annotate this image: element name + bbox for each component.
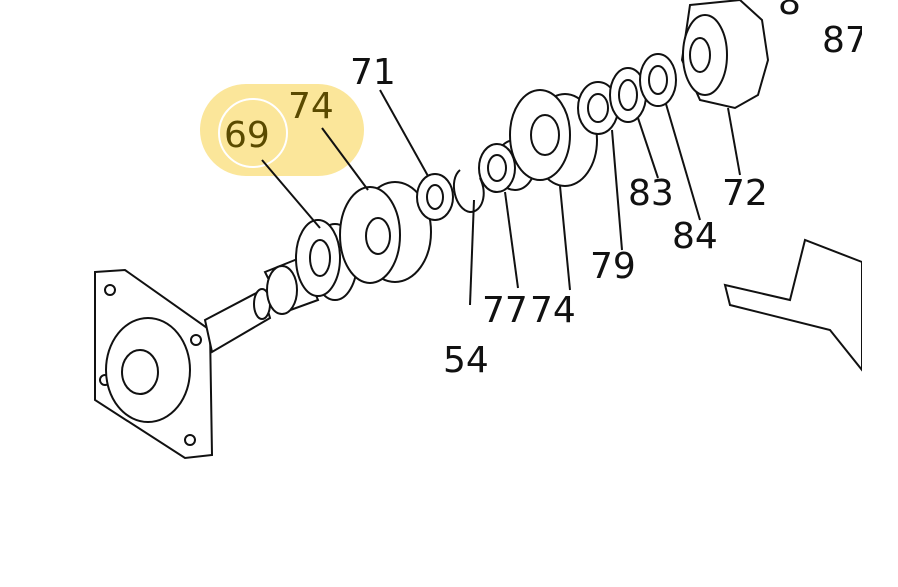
- label-77: 77: [482, 290, 528, 331]
- snap-ring-54: [452, 169, 485, 214]
- label-72: 72: [722, 173, 768, 214]
- label-74-bottom: 74: [530, 290, 576, 331]
- splined-shaft: [203, 288, 272, 354]
- label-8: 8: [778, 0, 801, 23]
- highlight-box: [200, 84, 364, 176]
- label-83: 83: [628, 173, 674, 214]
- label-87: 87: [822, 20, 868, 61]
- label-79: 79: [590, 246, 636, 287]
- gear-72: [680, 0, 770, 110]
- label-71: 71: [350, 52, 396, 93]
- highlight-circle: [218, 98, 288, 168]
- label-74-top: 74: [288, 86, 334, 127]
- label-69: 69: [224, 115, 270, 156]
- flange-plate: [94, 268, 214, 460]
- bearing-74a: [339, 181, 432, 284]
- label-84: 84: [672, 216, 718, 257]
- label-54: 54: [443, 340, 489, 381]
- lever: [723, 238, 863, 373]
